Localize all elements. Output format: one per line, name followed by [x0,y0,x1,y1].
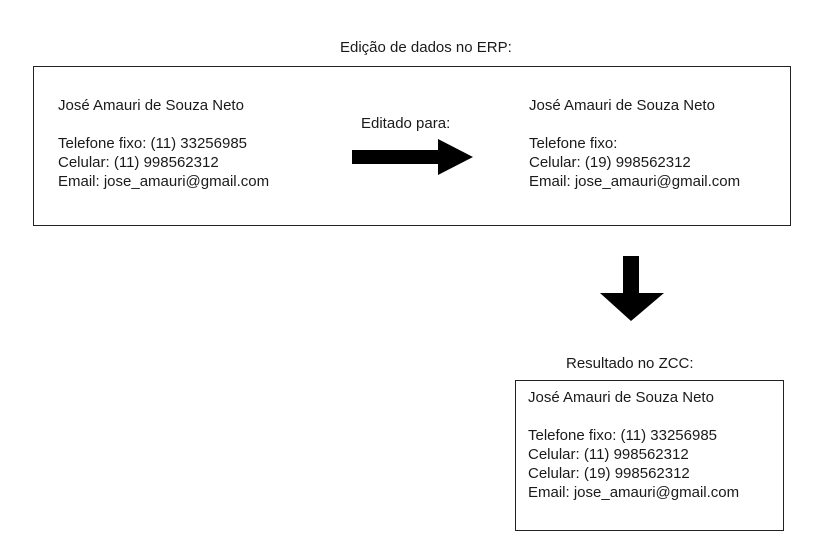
zcc-email: Email: jose_amauri@gmail.com [528,484,740,501]
zcc-result-box [515,380,784,531]
original-name: José Amauri de Souza Neto [58,97,244,114]
edited-mobile: Celular: (19) 998562312 [529,154,691,171]
zcc-landline: Telefone fixo: (11) 33256985 [528,427,718,444]
zcc-name: José Amauri de Souza Neto [528,389,714,406]
original-email: Email: jose_amauri@gmail.com [58,173,270,190]
right-arrow-icon [352,139,473,175]
edited-to-label: Editado para: [361,115,451,132]
edited-landline: Telefone fixo: [529,135,618,152]
zcc-mobile-new: Celular: (19) 998562312 [528,465,690,482]
zcc-record: José Amauri de Souza Neto Telefone fixo:… [528,388,739,502]
zcc-mobile-old: Celular: (11) 998562312 [528,446,689,463]
diagram-title: Edição de dados no ERP: [340,39,512,56]
edited-email: Email: jose_amauri@gmail.com [529,173,741,190]
original-record: José Amauri de Souza Neto Telefone fixo:… [58,96,269,191]
down-arrow-icon [600,256,664,321]
result-label: Resultado no ZCC: [566,355,694,372]
erp-edit-box [33,66,791,226]
original-mobile: Celular: (11) 998562312 [58,154,219,171]
edited-record: José Amauri de Souza Neto Telefone fixo:… [529,96,740,191]
edited-name: José Amauri de Souza Neto [529,97,715,114]
original-landline: Telefone fixo: (11) 33256985 [58,135,248,152]
